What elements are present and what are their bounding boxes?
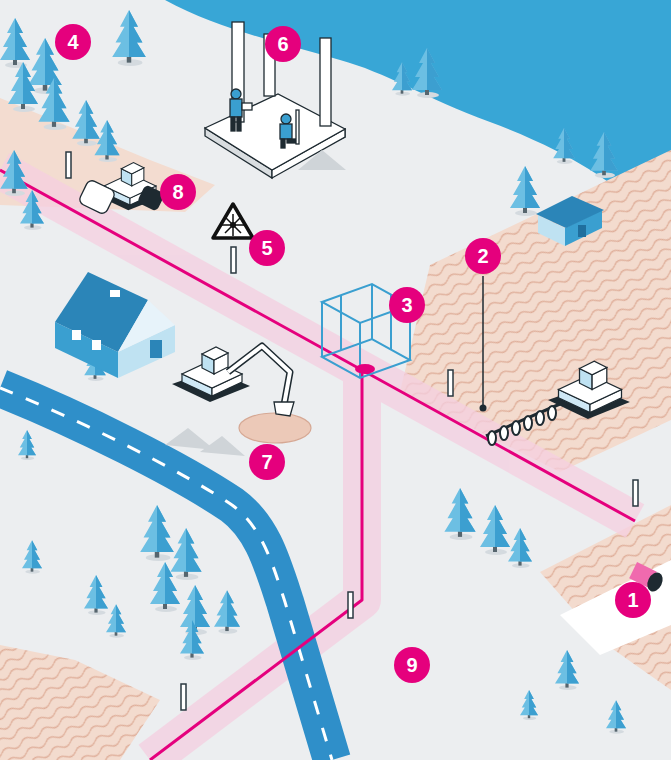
callout-circle: 2 [465,238,501,274]
callout-number: 2 [477,246,488,266]
pipeline-markers [66,152,638,710]
plough-tractor [486,361,630,445]
laser-warning-sign [213,204,253,238]
callout-circle: 9 [394,647,430,683]
callout-circle: 6 [265,26,301,62]
house [55,272,175,378]
trees [0,10,626,734]
callout-circle: 3 [389,287,425,323]
fields [0,98,671,760]
callout-number: 9 [406,655,417,675]
pipeline [0,170,635,760]
excavator [165,346,311,456]
callout-circle: 5 [249,230,285,266]
callout-number: 8 [172,182,183,202]
callout-number: 4 [67,32,78,52]
callout-number: 1 [627,590,638,610]
callout-number: 6 [277,34,288,54]
callout-number: 3 [401,295,412,315]
callout-circle: 1 [615,582,651,618]
road-roller [78,163,165,216]
callout-circle: 7 [249,444,285,480]
callout-circle: 4 [55,24,91,60]
culvert-pipe [560,560,671,655]
shed [536,196,604,246]
callout-leader [480,276,487,412]
callout-number: 7 [261,452,272,472]
pipeline-corridor [0,170,635,760]
callout-number: 5 [261,238,272,258]
road [0,388,332,760]
callout-circle: 8 [160,174,196,210]
construction-platform [205,22,346,178]
